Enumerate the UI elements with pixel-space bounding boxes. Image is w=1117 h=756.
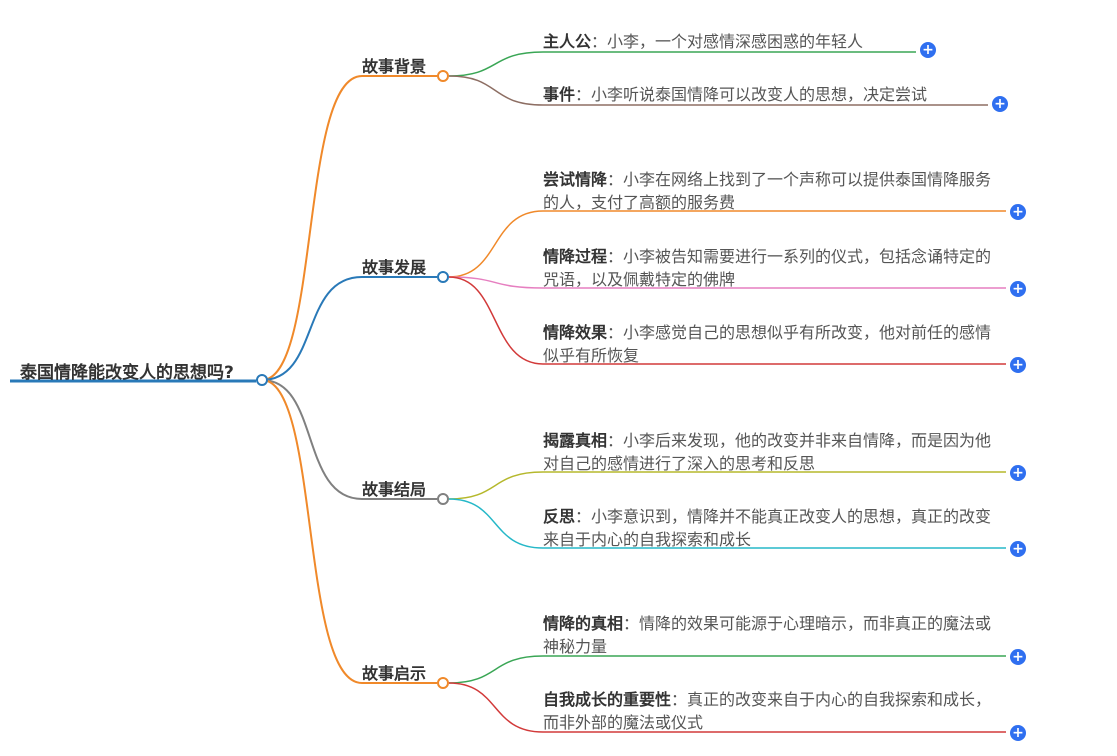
root-topic[interactable]: 泰国情降能改变人的思想吗? [20,363,234,383]
branch-story-development[interactable]: 故事发展 [362,258,427,277]
expand-button[interactable]: + [920,42,936,58]
expand-button[interactable]: + [1010,649,1026,665]
branch-connector [261,75,363,381]
branch-story-background-toggle[interactable] [437,70,449,82]
leaf-protagonist[interactable]: 主人公：小李，一个对感情深感困惑的年轻人 [543,32,864,51]
branch-connector [261,379,363,684]
leaf-reflection[interactable]: 反思：小李意识到，情降并不能真正改变人的思想，真正的改变来自于内心的自我探索和成… [543,507,992,549]
branch-story-lessons[interactable]: 故事启示 [362,664,427,683]
expand-button[interactable]: + [1010,725,1026,741]
branch-story-ending-toggle[interactable] [437,493,449,505]
leaf-connector [448,75,988,106]
leaf-truth-revealed[interactable]: 揭露真相：小李后来发现，他的改变并非来自情降，而是因为他对自己的感情进行了深入的… [543,431,992,473]
leaf-process[interactable]: 情降过程：小李被告知需要进行一系列的仪式，包括念诵特定的咒语，以及佩戴特定的佛牌 [543,247,992,289]
expand-button[interactable]: + [1010,465,1026,481]
leaf-effect[interactable]: 情降效果：小李感觉自己的思想似乎有所改变，他对前任的感情似乎有所恢复 [543,323,992,365]
branch-story-ending[interactable]: 故事结局 [362,480,427,499]
leaf-connector [448,498,1006,549]
expand-button[interactable]: + [1010,281,1026,297]
branch-connector [261,379,363,500]
branch-story-development-toggle[interactable] [437,271,449,283]
leaf-truth-of-love-spell[interactable]: 情降的真相：情降的效果可能源于心理暗示，而非真正的魔法或神秘力量 [543,614,992,656]
leaf-connector [448,682,1006,733]
branch-story-background[interactable]: 故事背景 [362,57,427,76]
branch-connector [261,276,363,381]
leaf-event[interactable]: 事件：小李听说泰国情降可以改变人的思想，决定尝试 [543,85,928,104]
leaf-connector [448,210,1006,278]
leaf-importance-of-growth[interactable]: 自我成长的重要性：真正的改变来自于内心的自我探索和成长，而非外部的魔法或仪式 [543,690,992,732]
expand-button[interactable]: + [1010,541,1026,557]
leaf-attempt[interactable]: 尝试情降：小李在网络上找到了一个声称可以提供泰国情降服务的人，支付了高额的服务费 [543,170,992,212]
leaf-connector [448,471,1006,500]
expand-button[interactable]: + [1010,357,1026,373]
leaf-connector [448,51,916,77]
leaf-connector [448,655,1006,684]
expand-button[interactable]: + [992,96,1008,112]
leaf-connector [448,276,1006,289]
leaf-connector [448,276,1006,365]
expand-button[interactable]: + [1010,204,1026,220]
root-collapse-toggle[interactable] [256,374,268,386]
branch-story-lessons-toggle[interactable] [437,677,449,689]
